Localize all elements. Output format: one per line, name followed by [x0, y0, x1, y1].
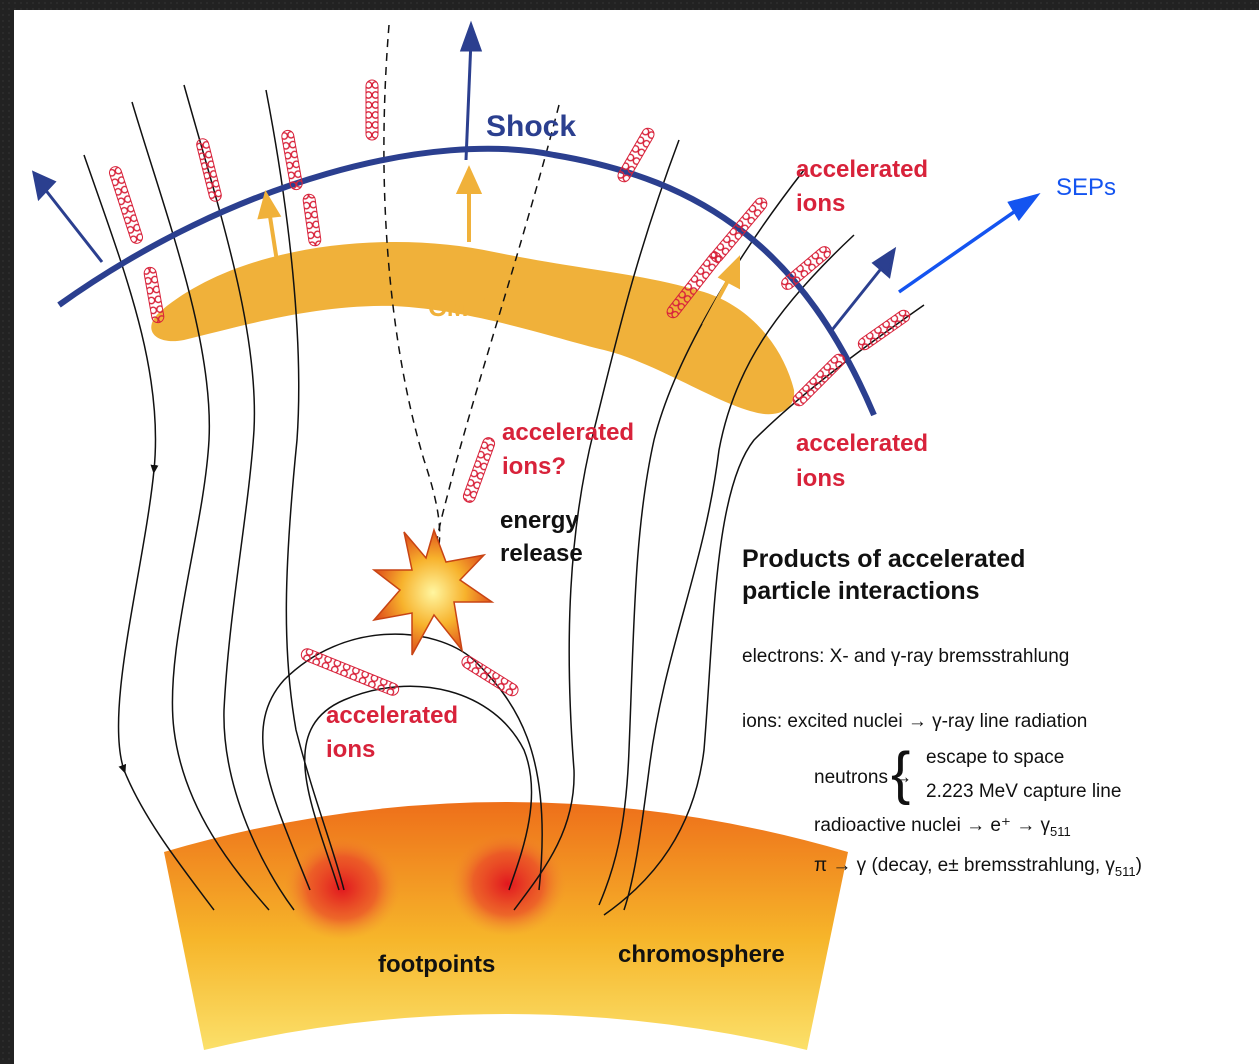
chromosphere-band — [164, 802, 848, 1050]
neutrons-option-escape: escape to space — [926, 747, 1065, 768]
accelerated-ions-q-line1: accelerated — [502, 419, 635, 446]
chromosphere-label: chromosphere — [618, 941, 785, 968]
seps-label: SEPs — [1056, 174, 1117, 201]
electrons-line: electrons: X- and γ-ray bremsstrahlung — [742, 646, 1070, 667]
energy-release-star — [371, 527, 495, 656]
pion-subscript: 511 — [1114, 863, 1136, 879]
energy-release-line1: energy — [500, 507, 579, 534]
accelerated-ions-loop-line1: accelerated — [326, 702, 459, 729]
cme-arrows — [257, 165, 740, 326]
accelerated-ions-right-line2: ions — [796, 465, 846, 492]
neutrons-label: neutrons → — [814, 767, 913, 788]
pion-end: ) — [1135, 855, 1142, 876]
neutrons-brace: { — [891, 741, 911, 806]
footpoint-right — [450, 832, 566, 936]
ion-coils — [108, 79, 911, 697]
products-title-line2: particle interactions — [742, 577, 980, 605]
cme-band — [151, 241, 795, 415]
shock-label: Shock — [486, 110, 577, 143]
accelerated-ions-top-line2: ions — [796, 190, 846, 217]
products-title-line1: Products of accelerated — [742, 545, 1026, 573]
pion-line: π → γ (decay, e± bremsstrahlung, γ511) — [814, 855, 1142, 879]
accelerated-ions-loop-line2: ions — [326, 736, 376, 763]
dashed-lines — [383, 24, 560, 571]
neutrons-option-capture: 2.223 MeV capture line — [926, 781, 1122, 802]
radioactive-line: radioactive nuclei → e⁺ → γ511 — [814, 815, 1071, 839]
radioactive-text: radioactive nuclei → e⁺ → γ — [814, 815, 1051, 836]
diagram-figure: Shock CME SEPs accelerated ions accelera… — [14, 10, 1259, 1064]
energy-release-line2: release — [500, 540, 583, 567]
cme-label: CME — [428, 292, 486, 322]
accelerated-ions-right-line1: accelerated — [796, 430, 929, 457]
shock-normal-arrows — [31, 20, 897, 331]
footpoint-left — [284, 836, 400, 940]
accelerated-ions-top-line1: accelerated — [796, 156, 929, 183]
ions-line: ions: excited nuclei → γ-ray line radiat… — [742, 711, 1088, 732]
accelerated-ions-q-line2: ions? — [502, 453, 566, 480]
radioactive-subscript: 511 — [1050, 823, 1071, 839]
seps-arrow — [898, 192, 1041, 294]
pion-text: π → γ (decay, e± bremsstrahlung, γ — [814, 855, 1115, 876]
footpoints-label: footpoints — [378, 951, 496, 978]
diagram-svg — [31, 20, 1041, 1050]
